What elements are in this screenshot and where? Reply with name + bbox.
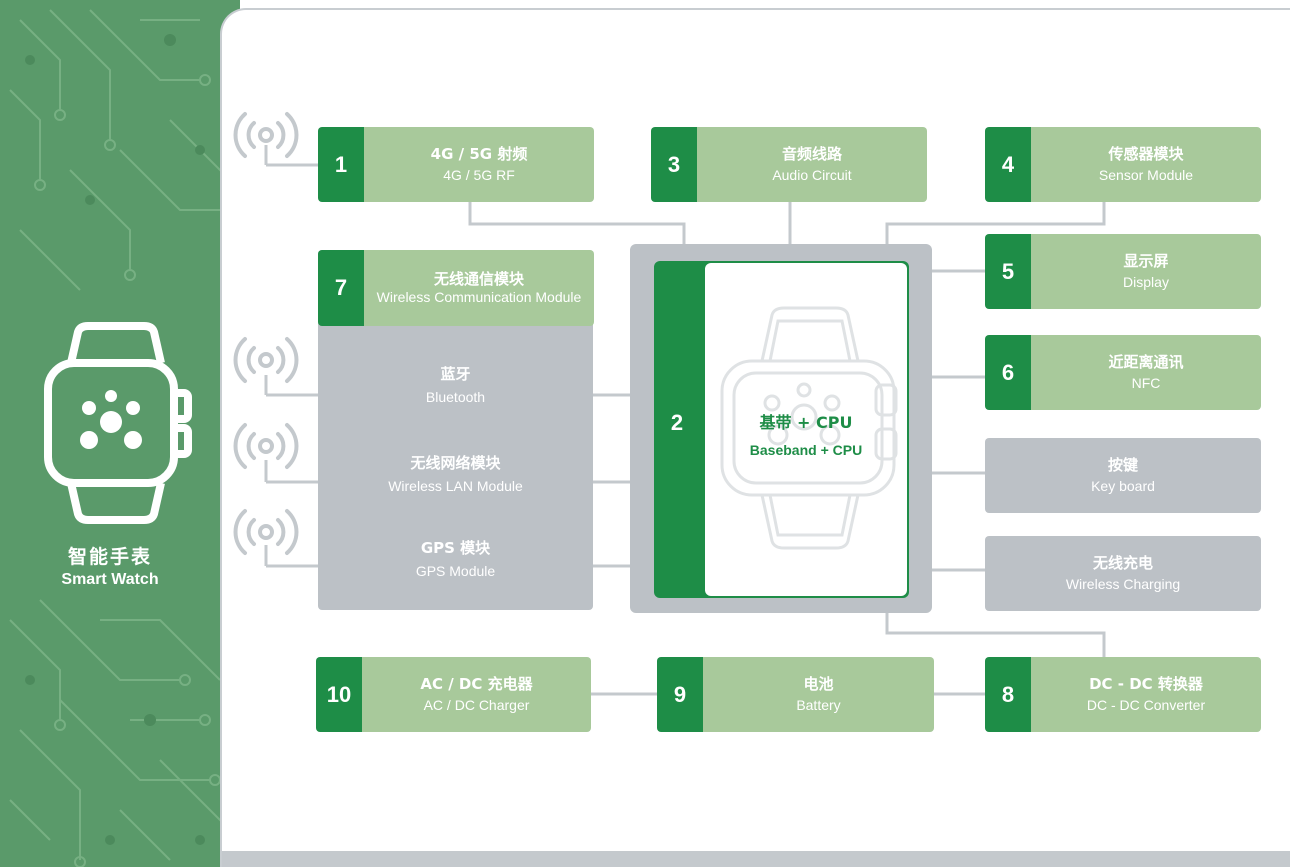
cpu-title-en: Baseband + CPU	[749, 442, 863, 458]
block-title-cn: 电池	[803, 674, 834, 693]
submodule-title-en: Bluetooth	[425, 389, 486, 406]
submodule-wlan: 无线网络模块 Wireless LAN Module	[318, 454, 593, 495]
block-title-cn: 显示屏	[1123, 251, 1169, 270]
block-sensor: 4 传感器模块 Sensor Module	[985, 127, 1261, 202]
sidebar-panel: 智能手表 Smart Watch	[0, 0, 240, 867]
smartwatch-outline-icon	[720, 306, 898, 550]
submodule-bluetooth: 蓝牙 Bluetooth	[318, 365, 593, 406]
block-title-en: Key board	[1091, 478, 1155, 495]
block-nfc: 6 近距离通讯 NFC	[985, 335, 1261, 410]
submodule-title-en: Wireless LAN Module	[388, 478, 523, 495]
submodule-title-cn: 蓝牙	[440, 365, 471, 383]
antenna-icon	[233, 112, 299, 158]
block-title-cn: 4G / 5G 射频	[430, 144, 528, 163]
antenna-icon	[233, 337, 299, 383]
antenna-icon	[233, 423, 299, 469]
block-title-cn: DC - DC 转换器	[1089, 674, 1203, 693]
block-title-cn: 音频线路	[781, 144, 842, 163]
submodule-title-en: GPS Module	[415, 563, 496, 580]
block-wireless-comm: 7 无线通信模块 Wireless Communication Module	[318, 250, 594, 326]
block-number: 6	[985, 335, 1031, 410]
block-title-en: Audio Circuit	[772, 167, 852, 184]
cpu-title-cn: 基带 + CPU	[759, 413, 853, 432]
block-title-en: DC - DC Converter	[1086, 697, 1206, 714]
block-title-cn: 无线通信模块	[433, 270, 524, 289]
block-audio: 3 音频线路 Audio Circuit	[651, 127, 927, 202]
submodule-gps: GPS 模块 GPS Module	[318, 539, 593, 580]
block-keyboard: 按键 Key board	[985, 438, 1261, 513]
device-name-en: Smart Watch	[61, 571, 159, 588]
block-title-cn: 无线充电	[1092, 553, 1153, 572]
block-title-cn: 传感器模块	[1108, 144, 1184, 163]
block-number: 8	[985, 657, 1031, 732]
cpu-number: 2	[670, 410, 684, 435]
block-title-cn: AC / DC 充电器	[420, 674, 533, 693]
submodule-title-cn: 无线网络模块	[410, 454, 501, 472]
block-title-en: Battery	[796, 697, 841, 714]
block-dcdc: 8 DC - DC 转换器 DC - DC Converter	[985, 657, 1261, 732]
device-name-cn: 智能手表	[67, 546, 152, 568]
block-charger: 10 AC / DC 充电器 AC / DC Charger	[316, 657, 591, 732]
block-title-cn: 近距离通讯	[1108, 352, 1184, 371]
block-display: 5 显示屏 Display	[985, 234, 1261, 309]
block-number: 1	[318, 127, 364, 202]
block-title-en: AC / DC Charger	[423, 697, 530, 714]
block-number: 5	[985, 234, 1031, 309]
block-title-en: Wireless Communication Module	[376, 288, 582, 305]
block-title-en: Sensor Module	[1098, 167, 1194, 184]
smartwatch-icon	[44, 322, 192, 524]
block-number: 9	[657, 657, 703, 732]
submodule-title-cn: GPS 模块	[420, 539, 491, 557]
block-title-en: 4G / 5G RF	[443, 167, 515, 184]
block-number: 7	[318, 250, 364, 326]
block-title-cn: 按键	[1107, 455, 1138, 474]
circuit-pattern	[9, 9, 240, 867]
block-battery: 9 电池 Battery	[657, 657, 934, 732]
block-title-en: NFC	[1131, 375, 1161, 392]
block-rf: 1 4G / 5G 射频 4G / 5G RF	[318, 127, 594, 202]
block-title-en: Display	[1123, 274, 1169, 291]
block-title-en: Wireless Charging	[1065, 576, 1181, 593]
block-number: 10	[316, 657, 362, 732]
block-number: 4	[985, 127, 1031, 202]
block-wireless-charging: 无线充电 Wireless Charging	[985, 536, 1261, 611]
antenna-icon	[233, 509, 299, 555]
block-number: 3	[651, 127, 697, 202]
bottom-bar	[222, 851, 1290, 867]
